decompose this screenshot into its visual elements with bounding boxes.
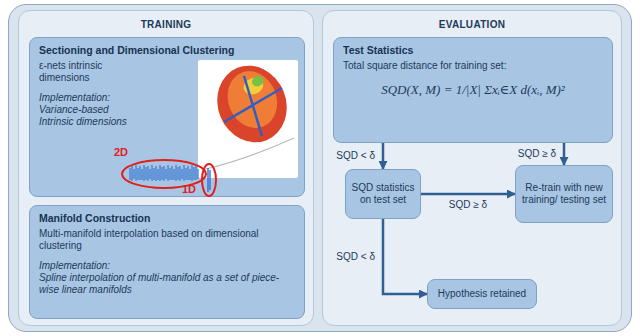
box-text: SQD statistics on test set xyxy=(351,182,415,206)
box-text: Implementation: xyxy=(39,92,143,104)
condition-label: SQD < δ xyxy=(334,251,377,263)
noise-stroke-1d xyxy=(208,168,210,192)
flow-arrow xyxy=(421,193,515,196)
cluster-ring-1d xyxy=(202,164,216,196)
box-title: Sectioning and Dimensional Clustering xyxy=(39,44,295,57)
dimension-label: 1D xyxy=(182,183,196,195)
box-text: SQD(X, M) = 1/|X| Σxᵢ∈X d(xᵢ, M)² xyxy=(343,82,603,98)
process-box: Sectioning and Dimensional Clustering ε-n… xyxy=(29,37,305,197)
box-text: Hypothesis retained xyxy=(438,288,526,300)
manifold-curve xyxy=(202,138,294,170)
process-box: Manifold ConstructionMulti-manifold inte… xyxy=(29,205,305,319)
ellipsoid xyxy=(206,55,298,153)
flow-arrow xyxy=(383,219,427,294)
noise-band-2d xyxy=(130,165,198,181)
flow-arrow xyxy=(563,143,566,165)
condition-label: SQD < δ xyxy=(334,150,377,162)
section-lines xyxy=(224,76,282,136)
training-panel: TRAINING Sectioning and Dimensional Clus… xyxy=(18,10,314,326)
box-title: Test Statistics xyxy=(343,44,603,57)
box-text: ε-nets intrinsic dimensions xyxy=(39,60,143,84)
box-text: Spline interpolation of multi-manifold a… xyxy=(39,272,295,296)
box-text: Total square distance for training set: xyxy=(343,60,603,72)
box-text: Multi-manifold interpolation based on di… xyxy=(39,228,295,252)
process-box: Re-train with new training/ testing set xyxy=(515,165,613,223)
box-text: TRAINING xyxy=(19,19,313,31)
box-text: Variance-based Intrinsic dimensions xyxy=(39,104,143,128)
box-text: Implementation: xyxy=(39,260,295,272)
condition-label: SQD ≥ δ xyxy=(447,199,489,211)
statistics-box: Test StatisticsTotal square distance for… xyxy=(333,37,613,143)
condition-label: SQD ≥ δ xyxy=(516,148,558,160)
box-title: Manifold Construction xyxy=(39,212,295,225)
flow-arrow xyxy=(382,143,385,169)
box-text: Re-train with new training/ testing set xyxy=(521,182,607,206)
box-text: EVALUATION xyxy=(323,19,621,31)
evaluation-panel: EVALUATION Test StatisticsTotal square di… xyxy=(322,10,622,326)
dimension-label: 2D xyxy=(114,146,128,158)
result-box: Hypothesis retained xyxy=(427,279,537,309)
process-box: SQD statistics on test set xyxy=(345,169,421,219)
